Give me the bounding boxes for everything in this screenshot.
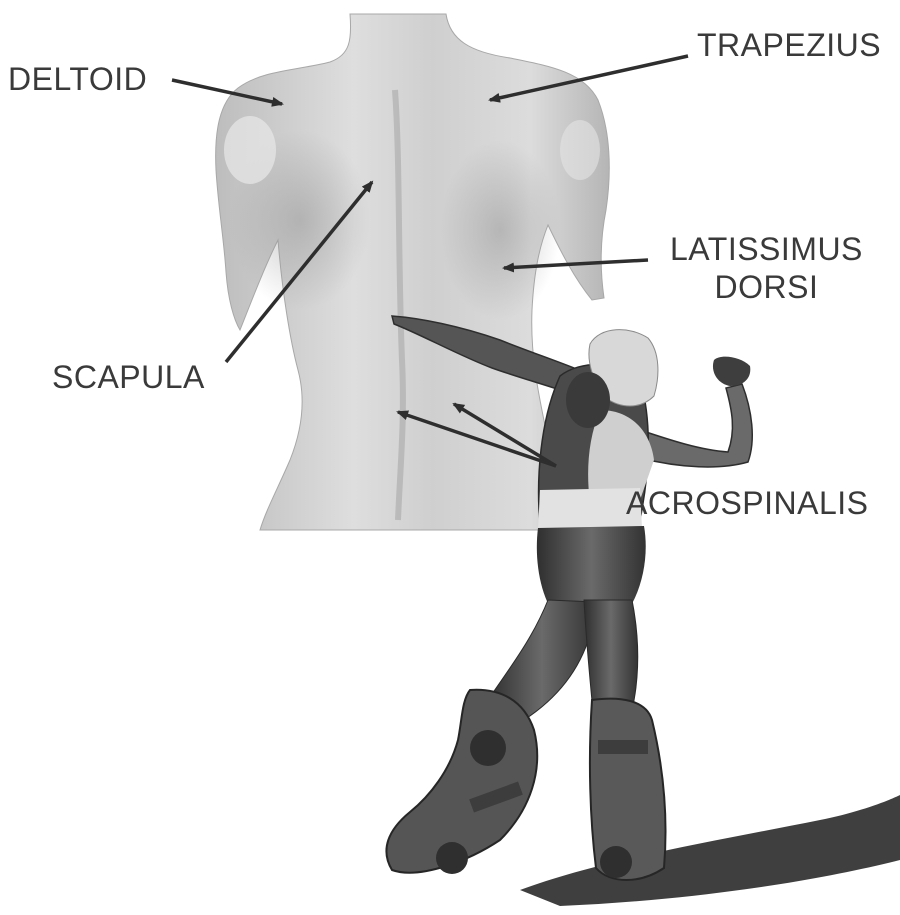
label-latissimus-line1: LATISSIMUS: [670, 230, 863, 268]
label-latissimus-line2: DORSI: [670, 268, 863, 306]
label-scapula: SCAPULA: [52, 358, 205, 396]
label-latissimus-dorsi: LATISSIMUS DORSI: [670, 230, 863, 306]
label-trapezius: TRAPEZIUS: [697, 26, 881, 64]
label-sacrospinalis: ACROSPINALIS: [626, 484, 869, 522]
label-deltoid: DELTOID: [8, 60, 147, 98]
